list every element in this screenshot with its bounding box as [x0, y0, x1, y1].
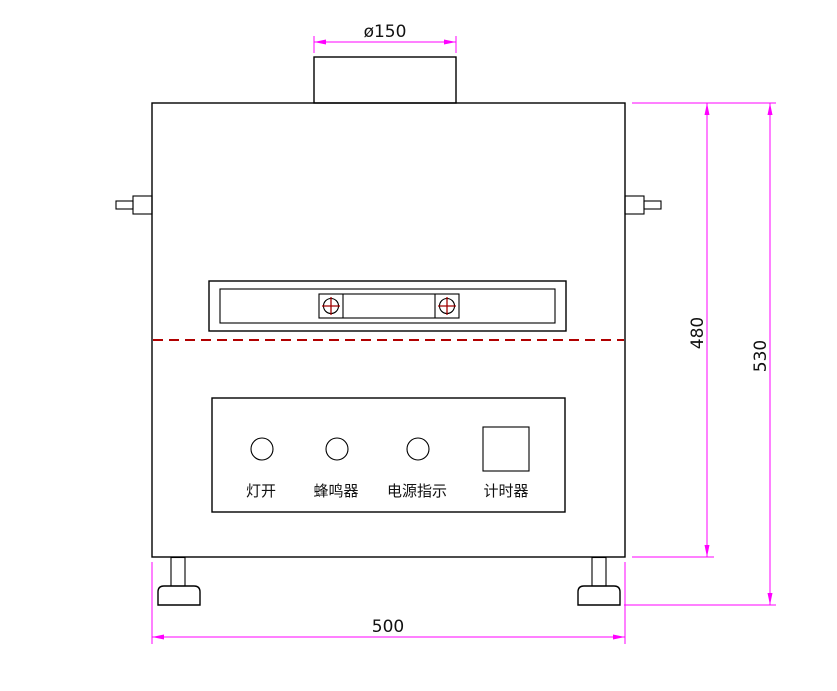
right-foot-screw-stem	[591, 556, 607, 587]
right-handle-pin	[643, 200, 662, 210]
dim-duct-diameter: ø150	[313, 22, 457, 53]
right-foot	[577, 556, 621, 606]
screw-right-icon	[438, 297, 456, 315]
screw-left-icon	[322, 297, 340, 315]
panel-label-buzzer: 蜂鸣器	[313, 482, 358, 500]
dim-overall-height: 530	[624, 103, 776, 606]
dim-text-duct-diameter: ø150	[364, 22, 407, 42]
control-panel-frame	[211, 397, 566, 513]
left-foot-screw-stem	[170, 556, 186, 587]
window-outer-frame	[208, 280, 567, 332]
panel-label-power: 电源指示	[387, 482, 447, 500]
main-body	[151, 102, 626, 558]
dim-text-overall-height: 530	[751, 340, 771, 372]
arrow-left-icon	[314, 39, 326, 45]
left-handle	[115, 195, 153, 215]
panel-label-lamp: 灯开	[246, 482, 276, 500]
dim-body-width: 500	[151, 562, 626, 644]
dim-body-height: 480	[632, 103, 714, 558]
control-panel: 灯开 蜂鸣器 电源指示 计时器	[211, 397, 566, 513]
right-handle	[624, 195, 662, 215]
window-center-bracket	[318, 293, 460, 319]
panel-label-timer: 计时器	[483, 482, 528, 500]
left-foot	[157, 556, 201, 606]
machine-outline: 灯开 蜂鸣器 电源指示 计时器	[115, 56, 662, 606]
arrow-down-icon	[704, 545, 710, 557]
viewing-window	[208, 280, 567, 332]
buzzer-indicator	[325, 437, 349, 461]
power-indicator	[406, 437, 430, 461]
lamp-switch-indicator	[250, 437, 274, 461]
left-handle-pin	[115, 200, 134, 210]
right-handle-plate	[624, 195, 645, 215]
arrow-up-icon	[767, 103, 773, 115]
right-foot-base	[577, 585, 621, 606]
timer-display	[482, 426, 530, 472]
left-foot-base	[157, 585, 201, 606]
arrow-up-icon	[704, 103, 710, 115]
exhaust-duct	[313, 56, 457, 104]
arrow-right-icon	[444, 39, 456, 45]
dim-text-body-width: 500	[372, 617, 404, 637]
arrow-down-icon	[767, 593, 773, 605]
window-inner-frame	[219, 288, 556, 324]
dim-text-body-height: 480	[688, 317, 708, 349]
arrow-left-icon	[152, 634, 164, 640]
arrow-right-icon	[613, 634, 625, 640]
left-handle-plate	[132, 195, 153, 215]
